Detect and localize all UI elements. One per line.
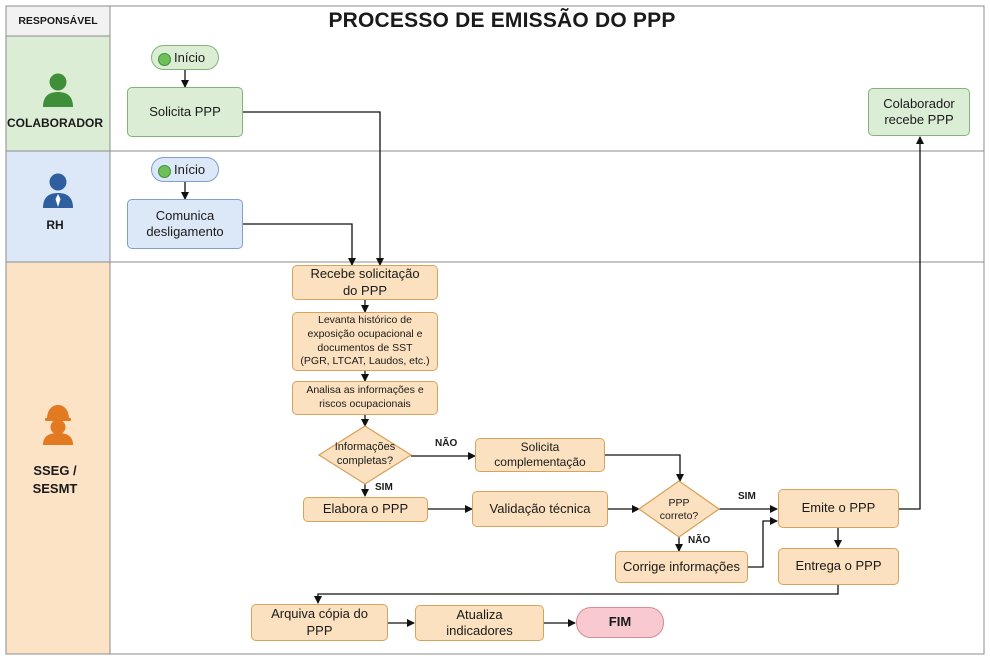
node-solicita-complementacao: Solicita complementação	[475, 438, 605, 472]
node-elabora-ppp: Elabora o PPP	[303, 497, 428, 522]
node-corrige-informacoes: Corrige informações	[615, 551, 748, 583]
start-node-rh: Início	[151, 157, 219, 182]
node-colaborador-recebe-line1: Colaborador	[883, 95, 955, 111]
node-validacao-label: Validação técnica	[489, 500, 591, 516]
rh-person-icon	[43, 173, 73, 208]
colaborador-person-icon	[43, 73, 73, 107]
start-label: Início	[174, 50, 206, 65]
edge-label-sim-1: SIM	[375, 482, 393, 493]
edge-label-sim-2: SIM	[738, 491, 756, 502]
edge-comunica-recebe	[243, 223, 356, 266]
decision-ppp-line2: correto?	[659, 510, 699, 522]
node-recebe-line2: do PPP	[342, 282, 388, 298]
lane-label-colaborador: COLABORADOR	[7, 116, 103, 130]
node-colaborador-recebe-ppp: Colaborador recebe PPP	[868, 88, 970, 136]
node-elabora-label: Elabora o PPP	[322, 501, 409, 517]
lane-sseg-bg	[6, 262, 110, 654]
node-analisa-informacoes: Analisa as informações e riscos ocupacio…	[292, 381, 438, 415]
node-comunica-desligamento: Comunica desligamento	[127, 199, 243, 249]
start-label: Início	[174, 162, 206, 177]
connectors	[181, 70, 924, 627]
node-entrega-label: Entrega o PPP	[795, 558, 882, 574]
node-emite-label: Emite o PPP	[801, 500, 876, 516]
end-node-label: FIM	[608, 614, 632, 630]
end-node-fim: FIM	[576, 607, 664, 638]
node-solicita-ppp: Solicita PPP	[127, 87, 243, 137]
node-levanta-historico: Levanta histórico de exposição ocupacion…	[292, 312, 438, 371]
decision-ppp-correto-label: PPP correto?	[644, 495, 714, 525]
edge-corrige-emite	[748, 517, 778, 568]
lane-label-sseg-line1: SSEG /	[33, 463, 77, 478]
node-entrega-ppp: Entrega o PPP	[778, 548, 899, 585]
edge-label-nao-1: NÃO	[435, 438, 458, 449]
decision-informacoes-line1: Informações	[334, 441, 396, 454]
decision-ppp-line1: PPP	[668, 496, 690, 509]
node-arquiva-copia: Arquiva cópia do PPP	[251, 604, 388, 641]
edge-emite-colaborador	[899, 136, 924, 510]
grid-lines	[5, 5, 985, 655]
lane-label-sseg-line2: SESMT	[32, 480, 78, 496]
node-levanta-line1: Levanta histórico de	[318, 314, 412, 327]
decision-ppp-correto	[637, 480, 721, 538]
node-recebe-solicitacao: Recebe solicitação do PPP	[292, 265, 438, 300]
start-dot-icon	[158, 165, 171, 178]
node-complementacao-label: Solicita complementação	[494, 440, 586, 469]
node-solicita-ppp-label: Solicita PPP	[149, 103, 221, 119]
node-analisa-line1: Analisa as informações e	[306, 384, 424, 397]
page-title: PROCESSO DE EMISSÃO DO PPP	[328, 9, 676, 32]
node-colaborador-recebe-line2: recebe PPP	[884, 112, 954, 127]
decision-informacoes-completas	[317, 425, 413, 485]
decision-informacoes-line2: completas?	[336, 455, 394, 467]
node-recebe-line1: Recebe solicitação	[310, 266, 420, 282]
node-analisa-line2: riscos ocupacionais	[319, 398, 411, 410]
node-emite-ppp: Emite o PPP	[778, 489, 899, 528]
decision-informacoes-label: Informações completas?	[325, 440, 405, 470]
start-node-colaborador: Início	[151, 45, 219, 70]
node-validacao-tecnica: Validação técnica	[472, 491, 608, 527]
node-atualiza-label: Atualiza indicadores	[446, 606, 513, 638]
node-arquiva-label: Arquiva cópia do PPP	[271, 606, 368, 638]
node-levanta-line4: (PGR, LTCAT, Laudos, etc.)	[300, 355, 430, 368]
responsible-header: RESPONSÁVEL	[18, 15, 98, 27]
header-cell-bg	[6, 6, 110, 36]
sseg-worker-icon	[43, 405, 73, 445]
node-atualiza-indicadores: Atualiza indicadores	[415, 605, 544, 641]
edge-solicita-recebe	[243, 111, 384, 266]
node-comunica-line1: Comunica	[155, 207, 215, 223]
node-levanta-line3: documentos de SST	[317, 341, 413, 354]
node-comunica-line2: desligamento	[146, 224, 224, 239]
node-levanta-line2: exposição ocupacional e	[307, 327, 423, 340]
edge-complementacao-decisao2	[605, 454, 684, 482]
lane-label-sseg: SSEG / SESMT	[0, 462, 110, 497]
edge-label-nao-2: NÃO	[688, 535, 711, 546]
edge-entrega-arquiva	[314, 585, 839, 604]
node-corrige-label: Corrige informações	[622, 558, 741, 574]
lane-label-rh: RH	[46, 218, 64, 232]
start-dot-icon	[158, 53, 171, 66]
